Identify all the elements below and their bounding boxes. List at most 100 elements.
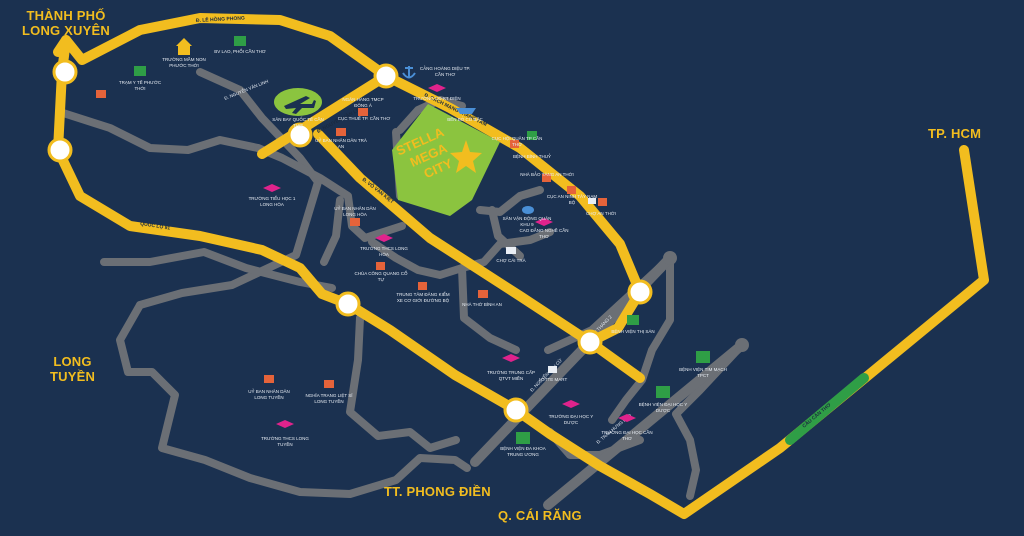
hospital-icon [656, 386, 670, 398]
landmark-label: TRƯỜNG THCS LONG TUYỀN [261, 436, 309, 447]
junction-node [52, 59, 78, 85]
local-road [608, 254, 674, 424]
long-xuyen-label: THÀNH PHỐ LONG XUYÊN [22, 8, 110, 38]
junction-node [335, 291, 361, 317]
landmark-label: NHÀ BẢO TÀNG AN THỚI [520, 172, 574, 177]
building-icon [336, 128, 346, 136]
building-icon [567, 186, 576, 194]
landmark-label: CAO ĐẲNG NGHỀ CẦN THƠ [519, 228, 569, 239]
landmark-label: NGÂN HÀNG TMCP ĐÔNG Á [342, 97, 384, 108]
building-icon [350, 218, 360, 226]
landmark-label: TRƯỜNG TIỂU HỌC 1 LONG HÒA [248, 196, 296, 207]
landmark-label: BỆNH VIỆN TIM MẠCH TPCT [679, 367, 727, 378]
building-icon [358, 108, 368, 116]
landmark-label: CHÙA CÔNG QUANG CỔ TỰ [354, 271, 408, 282]
ferry-icon [456, 108, 476, 114]
hospital-icon [527, 131, 537, 140]
landmark-label: LOTTE MART [538, 377, 568, 382]
landmark-label: UỶ BAN NHÂN DÂN TRÀ AN [315, 138, 367, 149]
landmark-label: TRƯỜNG TRUNG CẤP QTVT MIỀN [486, 370, 536, 381]
le-hong-phong-label: Đ. LÊ HỒNG PHONG [196, 13, 245, 24]
local-road [672, 341, 746, 500]
landmark-icons [96, 36, 710, 444]
junction-nodes [47, 59, 653, 423]
kindergarten-school-icon [176, 38, 192, 55]
graduation-cap-icon [263, 184, 281, 192]
graduation-cap-icon [276, 420, 294, 428]
building-icon [324, 380, 334, 388]
cai-rang-label: Q. CÁI RĂNG [498, 508, 582, 523]
landmark-label: SÂN VẬN ĐỘNG QUÂN KHU 9 [502, 216, 552, 227]
graduation-cap-icon [428, 84, 446, 92]
landmark-label: TRẠM Y TẾ PHƯỚC THỚI [118, 80, 162, 91]
landmark-label: TRƯỜNG THCS LONG HÒA [360, 246, 408, 257]
hospital-icon [627, 315, 639, 325]
landmark-label: CỤC HỘI QUÂN TP CẦN THƠ [491, 136, 543, 147]
market-icon [548, 366, 557, 373]
local-road [458, 264, 520, 354]
project-area [392, 104, 500, 216]
landmark-label: CHỢ AN THỚI [586, 211, 616, 216]
road-end-node [663, 251, 677, 265]
junction-node [577, 329, 603, 355]
local-road [346, 314, 460, 452]
landmark-label: TRƯỜNG CĐ-KT ĐIỆN [413, 96, 461, 101]
long-tuyen-line1: LONG [53, 354, 92, 369]
landmark-label: TRUNG TÂM ĐĂNG KIỂM XE CƠ GIỚI ĐƯỜNG BỘ [396, 292, 450, 303]
graduation-cap-icon [375, 234, 393, 242]
landmark-label: CHỢ CÁI TRÀ [496, 258, 526, 263]
landmark-label: BỆNH VIỆN ĐA KHOA TRUNG ƯƠNG [500, 446, 546, 457]
road-end-node [735, 338, 749, 352]
landmark-label: TRƯỜNG ĐẠI HỌC Y DƯỢC [548, 414, 594, 425]
graduation-cap-icon [562, 400, 580, 408]
hospital-icon [134, 66, 146, 76]
graduation-cap-icon [535, 218, 553, 226]
landmark-label: TRƯỜNG MẦM NON PHƯỚC THỚI [162, 57, 206, 68]
airplane-icon [284, 96, 316, 114]
local-road [100, 248, 336, 292]
tran-hung-dao-road [543, 340, 747, 510]
building-icon [542, 174, 551, 182]
graduation-cap-icon [618, 414, 636, 422]
airport-badge[interactable] [274, 88, 322, 116]
landmark-label: BỆNH BÌNH THUỶ [513, 154, 551, 159]
local-road [136, 68, 322, 309]
junction-node [627, 279, 653, 305]
landmark-label: BV LAO, PHỔI CẦN THƠ [214, 49, 266, 54]
market-icon [506, 247, 516, 254]
local-road [320, 196, 344, 266]
local-road [116, 301, 471, 498]
phong-dien-label: TT. PHONG ĐIỀN [384, 484, 491, 499]
hospital-icon [696, 351, 710, 363]
building-icon [478, 290, 488, 298]
long-xuyen-line2: LONG XUYÊN [22, 23, 110, 38]
junction-node [373, 63, 399, 89]
landmark-label: CẢNG HOÀNG DIỆU TP. CẦN THƠ [419, 66, 471, 77]
landmark-label: NHÀ THỜ BÌNH AN [462, 302, 502, 307]
stella-mega-city[interactable]: STELLA MEGA CITY [392, 104, 500, 216]
building-icon [418, 282, 427, 290]
long-tuyen-line2: TUYỀN [50, 369, 96, 384]
stadium-icon [522, 206, 534, 214]
landmark-label: BẾN BỎ CÔ BẮC [447, 117, 483, 122]
star-icon [450, 140, 482, 173]
junction-node [47, 137, 73, 163]
landmark-label: CỤC AN NINH TÂY NAM BỘ [546, 194, 598, 205]
airport-diagonal-road [257, 71, 391, 159]
landmark-label: TRƯỜNG ĐẠI HỌC CẦN THƠ [601, 430, 653, 441]
anchor-icon [402, 66, 416, 79]
building-icon [264, 375, 274, 383]
landmark-label: NGHĨA TRANG LIỆT SĨ LONG TUYỀN [305, 393, 353, 404]
building-icon [96, 90, 106, 98]
long-xuyen-line1: THÀNH PHỐ [26, 8, 106, 23]
hospital-icon [516, 432, 530, 444]
landmark-label: BỆNH VIỆN THỊ SÁN [611, 329, 655, 334]
landmark-label: BỆNH VIỆN ĐẠI HỌC Y DƯỢC [638, 402, 688, 413]
tp-hcm-label: TP. HCM [928, 126, 982, 141]
junction-node [503, 397, 529, 423]
landmark-label: UỶ BAN NHÂN DÂN LONG HÒA [334, 206, 376, 217]
hospital-icon [234, 36, 246, 46]
building-icon [510, 140, 519, 148]
